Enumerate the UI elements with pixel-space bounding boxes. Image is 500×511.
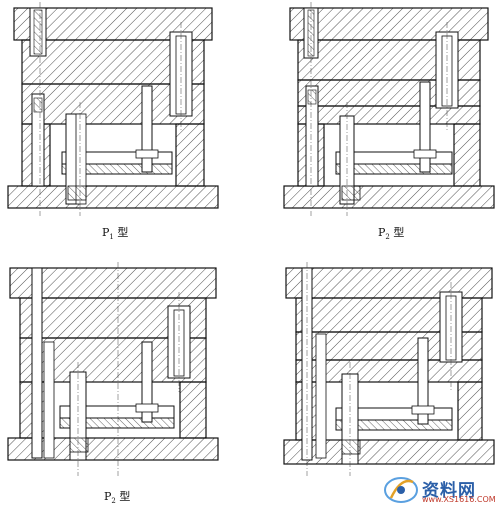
mold-diagram-p2 [283, 2, 495, 216]
mold-diagram-p4 [283, 262, 495, 476]
label-p2: P2 型 [378, 226, 405, 242]
watermark-name: 资料网 [422, 481, 476, 501]
watermark: 资料网 www.XS1616.COM [382, 473, 496, 507]
mold-diagram-p1 [7, 2, 219, 216]
label-p3: P2 型 [104, 490, 131, 506]
watermark-logo-icon [384, 477, 418, 503]
mold-diagram-p3 [7, 262, 219, 476]
watermark-url: www.XS1616.COM [422, 495, 496, 504]
label-p1: P1 型 [102, 226, 129, 242]
